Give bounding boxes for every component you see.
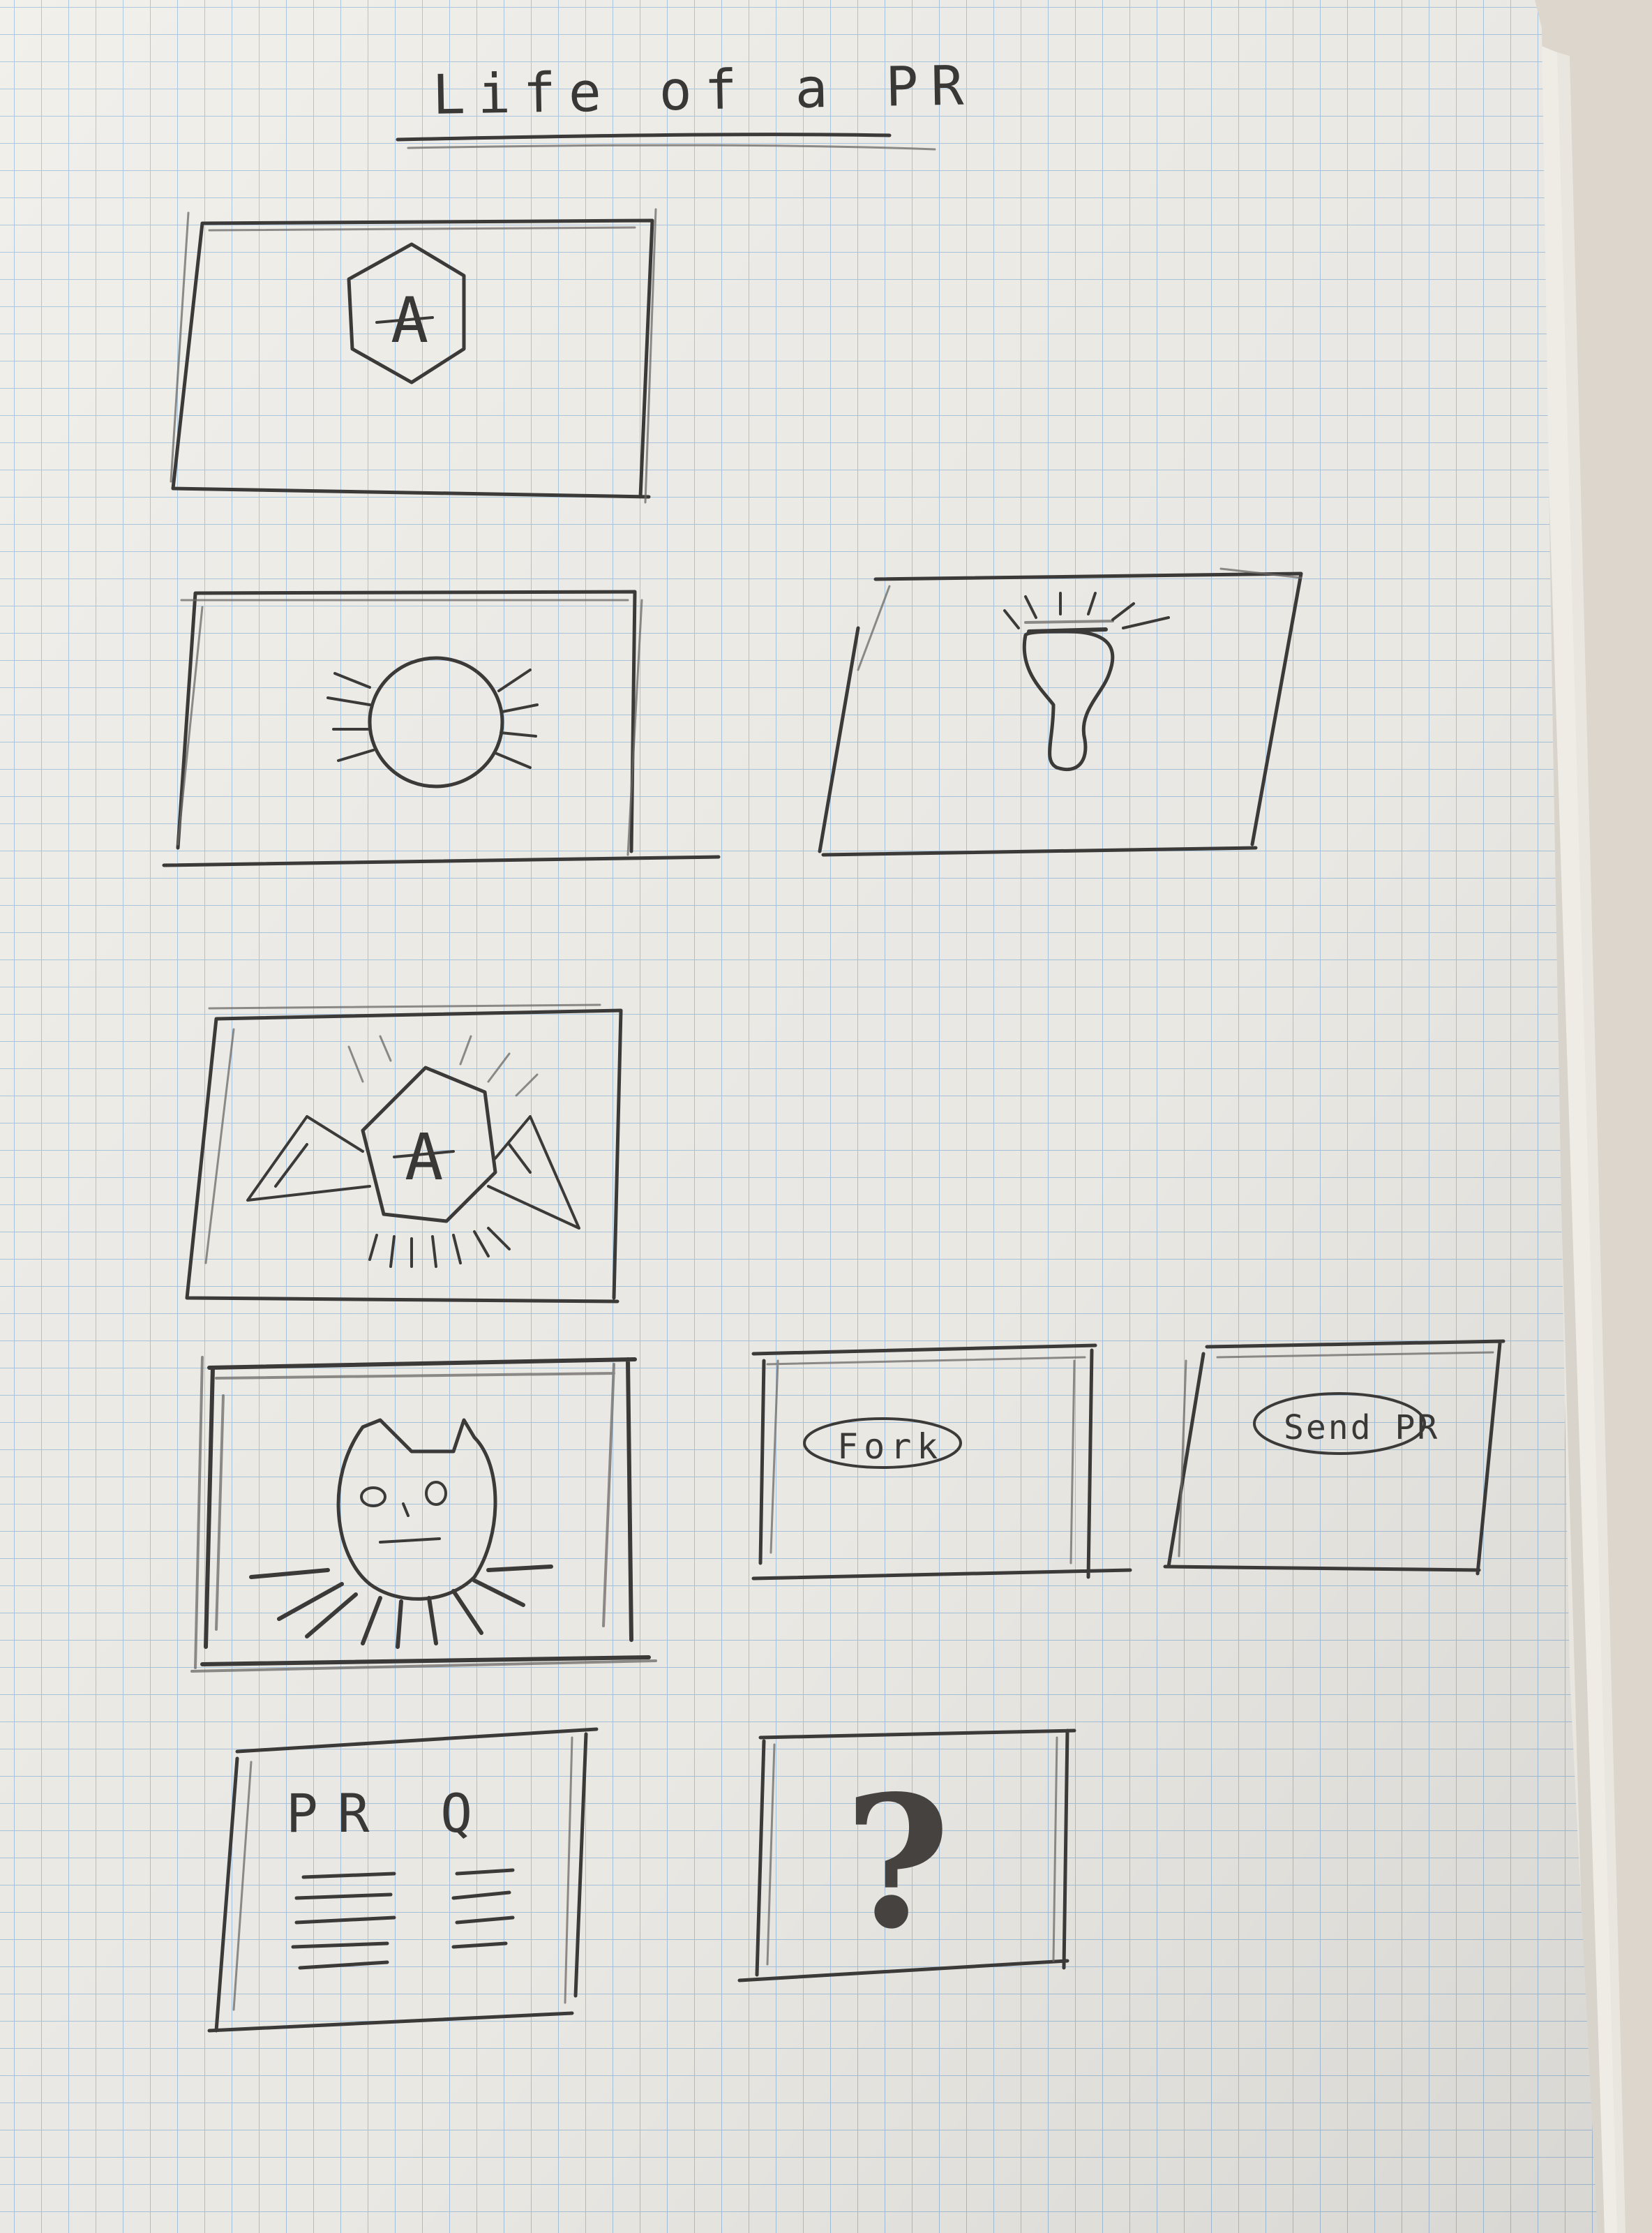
frame-2 — [162, 590, 721, 867]
question-mark-symbol: ? — [844, 1756, 950, 1969]
hexagon-logo-icon: A — [347, 242, 466, 384]
frame-1: A — [170, 208, 657, 504]
question-mark-icon: ? — [844, 1756, 950, 1969]
frame-4: A — [185, 1003, 623, 1304]
frame-5 — [190, 1356, 657, 1673]
send-pr-button-label: Send PR — [1284, 1408, 1439, 1447]
lightbulb-icon — [1003, 592, 1170, 772]
send-pr-button: Send PR — [1253, 1392, 1439, 1455]
bug-icon — [326, 656, 539, 789]
frame-7: Send PR — [1163, 1339, 1505, 1576]
pr-queue-heading: PR Q — [286, 1782, 492, 1844]
frame-3 — [818, 567, 1303, 857]
grid-paper — [0, 0, 1598, 2233]
winged-hexagon-letter: A — [405, 1120, 443, 1195]
title-text: Life of a PR — [432, 54, 977, 127]
cat-face-icon — [249, 1418, 553, 1649]
frame-6: Fork — [751, 1343, 1132, 1581]
fork-button: Fork — [803, 1417, 962, 1469]
pr-queue-document-icon: PR Q — [286, 1782, 515, 1970]
sketch-title: Life of a PR — [396, 54, 977, 151]
frame-9: ? — [737, 1728, 1076, 1982]
fork-button-label: Fork — [837, 1426, 943, 1467]
frame-8: PR Q — [207, 1727, 599, 2033]
winged-hexagon-icon: A — [246, 1035, 580, 1268]
